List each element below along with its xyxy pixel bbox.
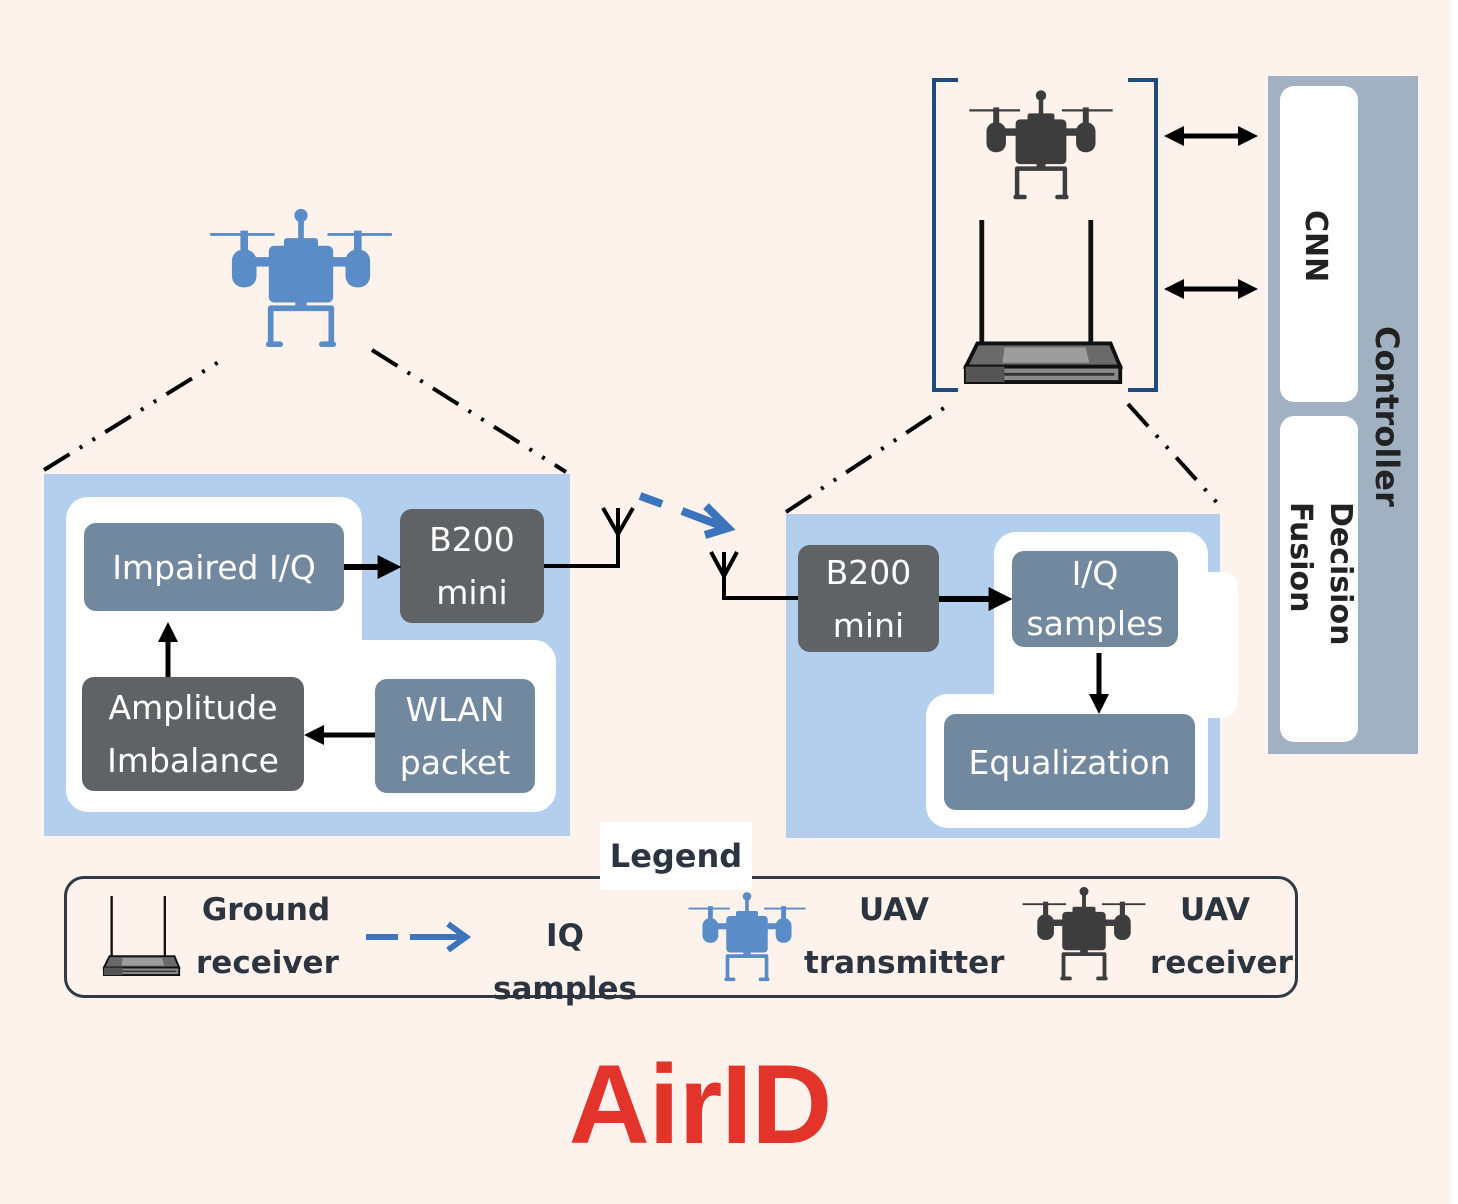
uav-receiver-icon — [964, 88, 1118, 200]
amplitude-imbalance-block: Amplitude Imbalance — [82, 677, 304, 791]
ground-receiver-icon — [961, 220, 1127, 384]
legend-title: Legend — [600, 822, 752, 890]
legend-uav-receiver-icon — [1020, 884, 1148, 982]
iq-link-arrow-shaft — [680, 507, 726, 531]
b200-mini-tx-block: B200 mini — [400, 509, 544, 623]
controller-label: Controller — [1368, 326, 1406, 507]
diagram-title: AirID — [568, 1042, 833, 1167]
impaired-iq-block: Impaired I/Q — [84, 523, 344, 611]
legend-dashed-arrow-icon — [366, 921, 472, 953]
decision-fusion-block: Decision Fusion — [1280, 416, 1358, 742]
legend-uav-transmitter-label: UAV transmitter — [804, 892, 1005, 981]
equalization-block: Equalization — [944, 714, 1195, 810]
wlan-packet-block: WLAN packet — [375, 679, 535, 793]
iq-link-dash — [638, 492, 664, 508]
tx-antenna-wire — [544, 520, 620, 568]
decision-fusion-label: Decision Fusion — [1283, 502, 1358, 646]
controller-panel: CNN Decision Fusion Controller — [1268, 76, 1418, 754]
legend-ground-receiver-label: Ground receiver — [196, 892, 339, 981]
tx-antenna-icon — [601, 507, 635, 539]
legend-ground-receiver-icon — [96, 896, 188, 976]
legend-iq-samples-label: IQ samples — [493, 918, 637, 1007]
iq-samples-block: I/Q samples — [1012, 551, 1178, 647]
cnn-label: CNN — [1298, 210, 1333, 283]
receiver-group-bracket-left — [932, 78, 958, 392]
legend-uav-receiver-label: UAV receiver — [1150, 892, 1293, 981]
rx-antenna-wire — [722, 558, 798, 600]
iq-link-arrow-head — [703, 503, 736, 539]
rx-antenna-icon — [709, 551, 739, 581]
receiver-group-bracket-right — [1128, 78, 1158, 392]
b200-mini-rx-block: B200 mini — [798, 545, 939, 652]
cnn-block: CNN — [1280, 86, 1358, 402]
legend-uav-transmitter-icon — [686, 888, 808, 984]
